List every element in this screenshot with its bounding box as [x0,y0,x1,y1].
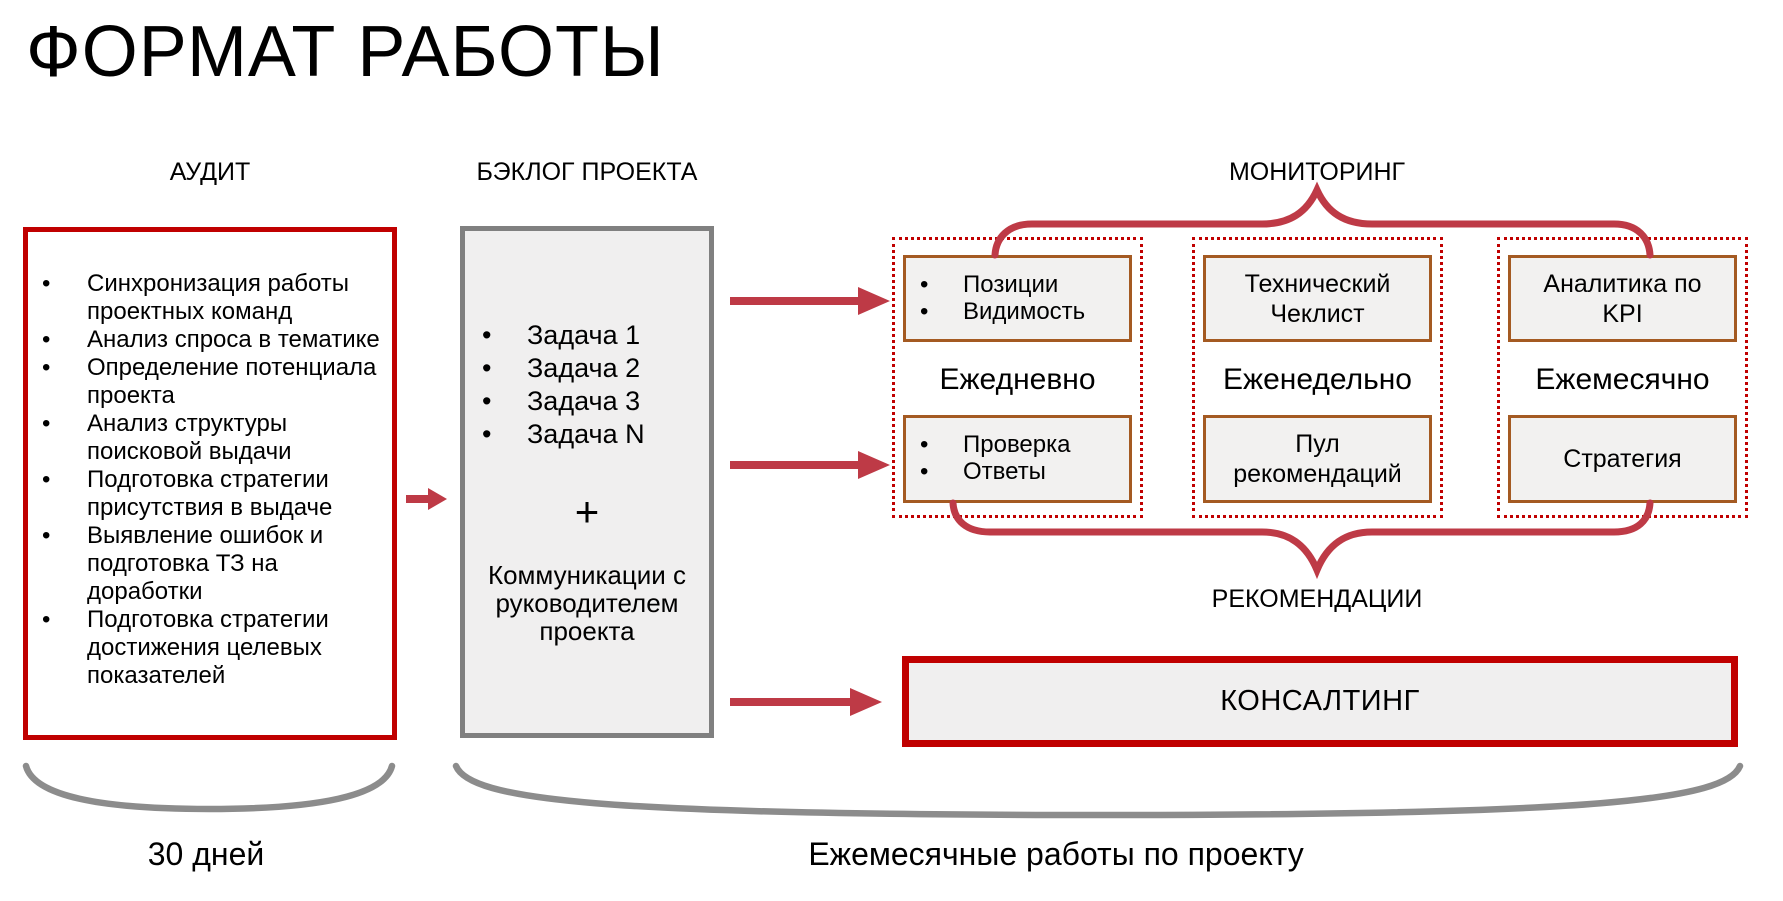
bullet-icon [42,354,87,410]
arrow-backlog-to-consulting [730,688,882,716]
bullet-icon [482,385,527,418]
item-text: Видимость [963,298,1086,325]
list-item: Задача 1 [482,319,645,352]
recommendations-pool-box: Пул рекомендаций [1203,415,1432,503]
list-item: Задача 2 [482,352,645,385]
strategy-box: Стратегия [1508,415,1737,503]
bullet-icon [920,458,963,485]
list-item: Задача 3 [482,385,645,418]
task-text: Задача N [527,419,645,449]
arrow-backlog-to-positions [730,287,890,315]
bullet-icon [920,298,963,325]
backlog-header: БЭКЛОГ ПРОЕКТА [476,158,698,186]
item-text: Технический Чеклист [1244,269,1391,328]
bracket-monthly-works [452,762,1744,819]
bullet-icon [482,319,527,352]
monthly-works-label: Ежемесячные работы по проекту [808,836,1304,872]
bullet-icon [920,431,963,458]
consulting-box: КОНСАЛТИНГ [902,656,1738,747]
list-item: Проверка [920,431,1129,458]
kpi-analytics-box: Аналитика по KPI [1508,255,1737,342]
task-text: Задача 1 [527,320,641,350]
frequency-label: Еженедельно [1223,363,1412,396]
item-text: Проверка [963,431,1071,458]
frequency-label: Ежедневно [939,363,1096,396]
audit-item-text: Анализ спроса в тематике [87,326,380,353]
bullet-icon [42,466,87,522]
plus-sign: + [574,488,600,535]
audit-item-text: Анализ структуры поисковой выдачи [87,410,292,465]
audit-item-text: Выявление ошибок и подготовка ТЗ на дора… [87,522,324,605]
audit-box: Синхронизация работы проектных команд Ан… [23,227,397,740]
bullet-icon [920,271,963,298]
monitoring-daily-group: Позиции Видимость Ежедневно Проверка Отв… [892,237,1143,518]
list-item: Выявление ошибок и подготовка ТЗ на дора… [42,522,384,606]
bullet-icon [42,326,87,354]
task-text: Задача 3 [527,386,641,416]
duration-label: 30 дней [147,836,265,872]
audit-item-text: Подготовка стратегии присутствия в выдач… [87,466,333,521]
bullet-icon [42,522,87,606]
list-item: Ответы [920,458,1129,485]
list-item: Позиции [920,271,1129,298]
bullet-icon [482,352,527,385]
arrow-audit-to-backlog [406,488,447,510]
monitoring-header: МОНИТОРИНГ [1228,158,1406,186]
item-text: Стратегия [1563,445,1682,473]
item-text: Аналитика по KPI [1543,269,1702,328]
list-item: Подготовка стратегии присутствия в выдач… [42,466,384,522]
recommendations-label: РЕКОМЕНДАЦИИ [1211,585,1423,613]
list-item: Задача N [482,418,645,451]
bracket-30-days [22,762,396,813]
list-item: Подготовка стратегии достижения целевых … [42,606,384,690]
audit-item-text: Определение потенциала проекта [87,354,377,409]
check-answers-box: Проверка Ответы [903,415,1132,503]
consulting-label: КОНСАЛТИНГ [1220,685,1420,717]
list-item: Видимость [920,298,1129,325]
monitoring-monthly-group: Аналитика по KPI Ежемесячно Стратегия [1497,237,1748,518]
audit-item-text: Синхронизация работы проектных команд [87,270,350,325]
communications-label: Коммуникации с руководителем проекта [487,560,687,646]
bullet-icon [42,270,87,326]
positions-visibility-box: Позиции Видимость [903,255,1132,342]
item-text: Позиции [963,271,1059,298]
task-list: Задача 1 Задача 2 Задача 3 Задача N [482,319,645,451]
bullet-icon [42,410,87,466]
bullet-icon [482,418,527,451]
page-title: ФОРМАТ РАБОТЫ [26,12,665,92]
frequency-label: Ежемесячно [1535,363,1710,396]
task-text: Задача 2 [527,353,641,383]
monitoring-weekly-group: Технический Чеклист Еженедельно Пул реко… [1192,237,1443,518]
backlog-box: Задача 1 Задача 2 Задача 3 Задача N + Ко… [460,226,714,738]
audit-list: Синхронизация работы проектных команд Ан… [28,232,392,690]
audit-header: АУДИТ [169,158,251,186]
list-item: Синхронизация работы проектных команд [42,270,384,326]
list-item: Анализ структуры поисковой выдачи [42,410,384,466]
bullet-icon [42,606,87,690]
arrow-backlog-to-check [730,451,890,479]
item-text: Ответы [963,458,1046,485]
item-text: Пул рекомендаций [1233,430,1402,488]
list-item: Определение потенциала проекта [42,354,384,410]
audit-item-text: Подготовка стратегии достижения целевых … [87,606,329,689]
list-item: Анализ спроса в тематике [42,326,384,354]
technical-checklist-box: Технический Чеклист [1203,255,1432,342]
